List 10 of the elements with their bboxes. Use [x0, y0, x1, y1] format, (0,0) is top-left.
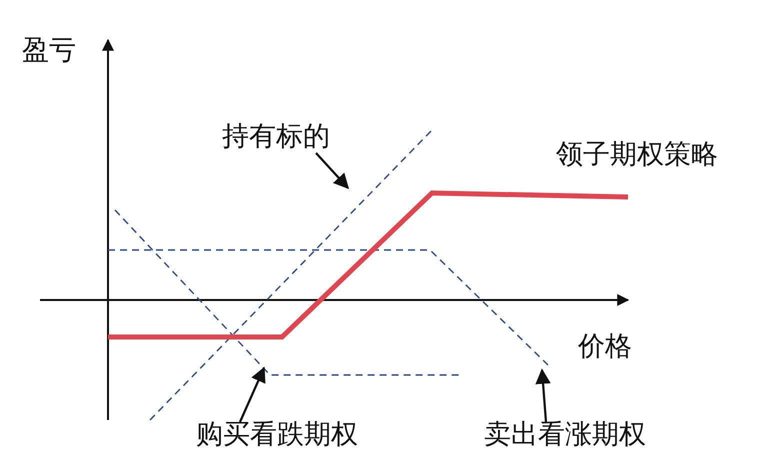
axis-label: 盈亏: [22, 36, 76, 66]
dashed-payoff-line: [108, 249, 548, 366]
leader-arrow: [239, 366, 266, 422]
leader-arrow: [315, 152, 350, 190]
line-label: 购买看跌期权: [196, 420, 358, 450]
leader-arrow: [535, 368, 551, 422]
axis-label: 价格: [578, 332, 632, 362]
strategy-label: 领子期权策略: [556, 140, 718, 170]
line-label: 卖出看涨期权: [484, 420, 646, 450]
line-label: 持有标的: [222, 122, 330, 152]
